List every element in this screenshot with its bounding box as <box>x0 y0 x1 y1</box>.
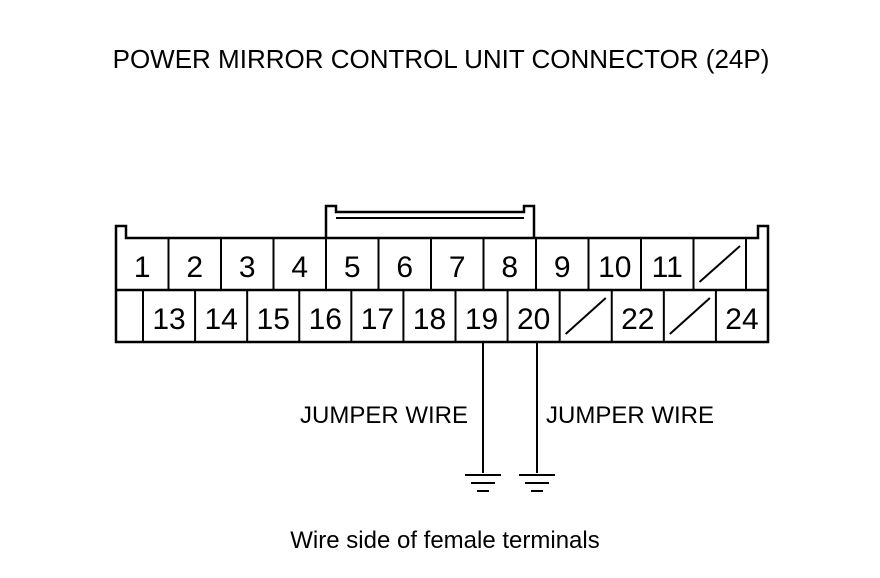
empty-cavity-slash <box>669 297 711 335</box>
connector-body <box>114 204 770 344</box>
empty-cavity-slash <box>698 245 741 283</box>
terminal-4: 4 <box>291 251 308 284</box>
terminal-20: 20 <box>517 303 550 336</box>
terminal-9: 9 <box>554 251 571 284</box>
terminal-13: 13 <box>152 303 185 336</box>
jumper-wires <box>465 342 555 492</box>
empty-cavity-slash <box>564 297 607 335</box>
terminal-8: 8 <box>501 251 518 284</box>
connector-outline <box>114 224 770 344</box>
diagram-caption: Wire side of female terminals <box>290 527 599 554</box>
terminal-7: 7 <box>449 251 466 284</box>
diagram-title: POWER MIRROR CONTROL UNIT CONNECTOR (24P… <box>113 44 770 74</box>
terminal-6: 6 <box>396 251 413 284</box>
terminal-10: 10 <box>598 251 631 284</box>
terminal-22: 22 <box>621 303 654 336</box>
terminal-5: 5 <box>344 251 361 284</box>
terminal-3: 3 <box>239 251 256 284</box>
top-row-cells: 1 2 3 4 5 6 7 8 9 10 11 <box>134 238 747 290</box>
terminal-2: 2 <box>186 251 203 284</box>
ground-symbol-right <box>519 474 555 492</box>
terminal-19: 19 <box>465 303 498 336</box>
terminal-24: 24 <box>725 303 758 336</box>
jumper-wire-label-left: JUMPER WIRE <box>300 402 468 429</box>
bottom-row-cells: 13 14 15 16 17 18 19 20 22 24 <box>142 290 759 342</box>
terminal-16: 16 <box>309 303 342 336</box>
terminal-17: 17 <box>361 303 394 336</box>
terminal-18: 18 <box>413 303 446 336</box>
terminal-1: 1 <box>134 251 151 284</box>
terminal-15: 15 <box>257 303 290 336</box>
jumper-wire-label-right: JUMPER WIRE <box>546 402 714 429</box>
ground-symbol-left <box>465 474 501 492</box>
locking-tab <box>324 204 536 238</box>
terminal-11: 11 <box>652 251 683 284</box>
terminal-14: 14 <box>204 303 237 336</box>
